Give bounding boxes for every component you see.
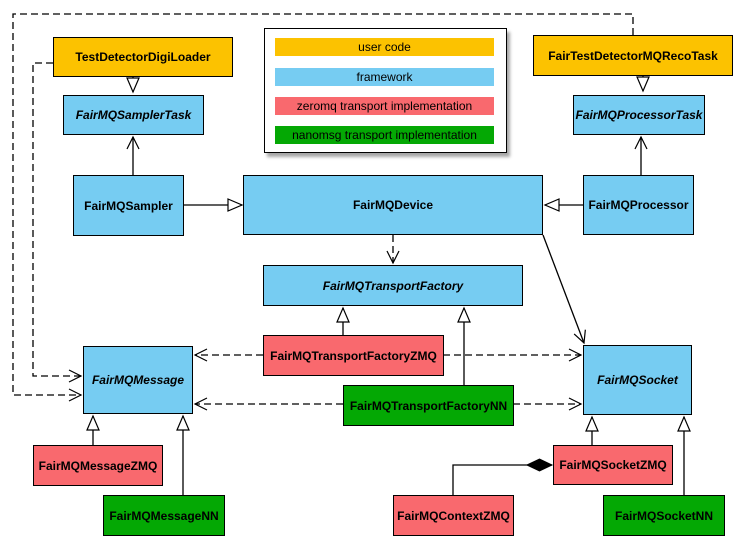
class-box-fairmqtransportfactory: FairMQTransportFactory <box>263 265 523 306</box>
legend: user code framework zeromq transport imp… <box>264 28 507 153</box>
class-label: FairMQMessageNN <box>109 508 219 523</box>
class-label: FairMQProcessorTask <box>575 108 703 122</box>
class-label: FairMQTransportFactoryNN <box>349 398 508 413</box>
class-label: FairMQTransportFactory <box>322 278 464 293</box>
class-label: FairMQSocket <box>597 373 678 387</box>
legend-item-framework: framework <box>275 68 494 86</box>
edge-contextzmq-socketzmq <box>452 465 552 495</box>
class-box-fairmqdevice: FairMQDevice <box>243 175 543 235</box>
class-label: FairMQDevice <box>352 198 434 212</box>
edge-device-socket <box>542 234 586 345</box>
class-label: FairMQMessageZMQ <box>38 458 158 473</box>
class-box-fairmqmessage: FairMQMessage <box>83 346 193 414</box>
class-box-fairmqtransportfactoryzmq: FairMQTransportFactoryZMQ <box>263 335 444 376</box>
class-box-fairmqmessagezmq: FairMQMessageZMQ <box>33 445 163 486</box>
class-label: FairMQProcessor <box>588 198 689 212</box>
class-box-testdetectordigiloader: TestDetectorDigiLoader <box>53 37 233 77</box>
class-label: FairMQTransportFactoryZMQ <box>270 348 437 363</box>
class-label: TestDetectorDigiLoader <box>75 50 211 64</box>
class-box-fairmqcontextzmq: FairMQContextZMQ <box>393 495 514 536</box>
class-label: FairMQSocketZMQ <box>559 458 667 472</box>
class-box-fairmqprocessor: FairMQProcessor <box>583 175 694 235</box>
class-label: FairMQSampler <box>84 198 173 213</box>
class-box-fairmqprocessortask: FairMQProcessorTask <box>573 95 705 135</box>
class-box-fairmqsamplertask: FairMQSamplerTask <box>63 95 204 135</box>
class-label: FairMQSocketNN <box>614 508 714 523</box>
class-label: FairMQSamplerTask <box>75 108 192 122</box>
class-box-fairmqsampler: FairMQSampler <box>73 175 184 236</box>
class-label: FairMQMessage <box>91 373 185 387</box>
class-box-fairmqsocketnn: FairMQSocketNN <box>603 495 725 536</box>
class-label: FairMQContextZMQ <box>397 508 510 523</box>
legend-item-user-code: user code <box>275 38 494 56</box>
class-box-fairmqsocketzmq: FairMQSocketZMQ <box>553 445 673 485</box>
class-box-fairmqtransportfactorynn: FairMQTransportFactoryNN <box>343 385 514 426</box>
class-box-fairtestdetectormqrecotask: FairTestDetectorMQRecoTask <box>533 35 733 76</box>
class-box-fairmqmessagenn: FairMQMessageNN <box>103 495 225 536</box>
class-label: FairTestDetectorMQRecoTask <box>548 48 718 63</box>
legend-item-zeromq: zeromq transport implementation <box>275 97 494 115</box>
class-box-fairmqsocket: FairMQSocket <box>583 345 692 415</box>
legend-item-nanomsg: nanomsg transport implementation <box>275 126 494 144</box>
